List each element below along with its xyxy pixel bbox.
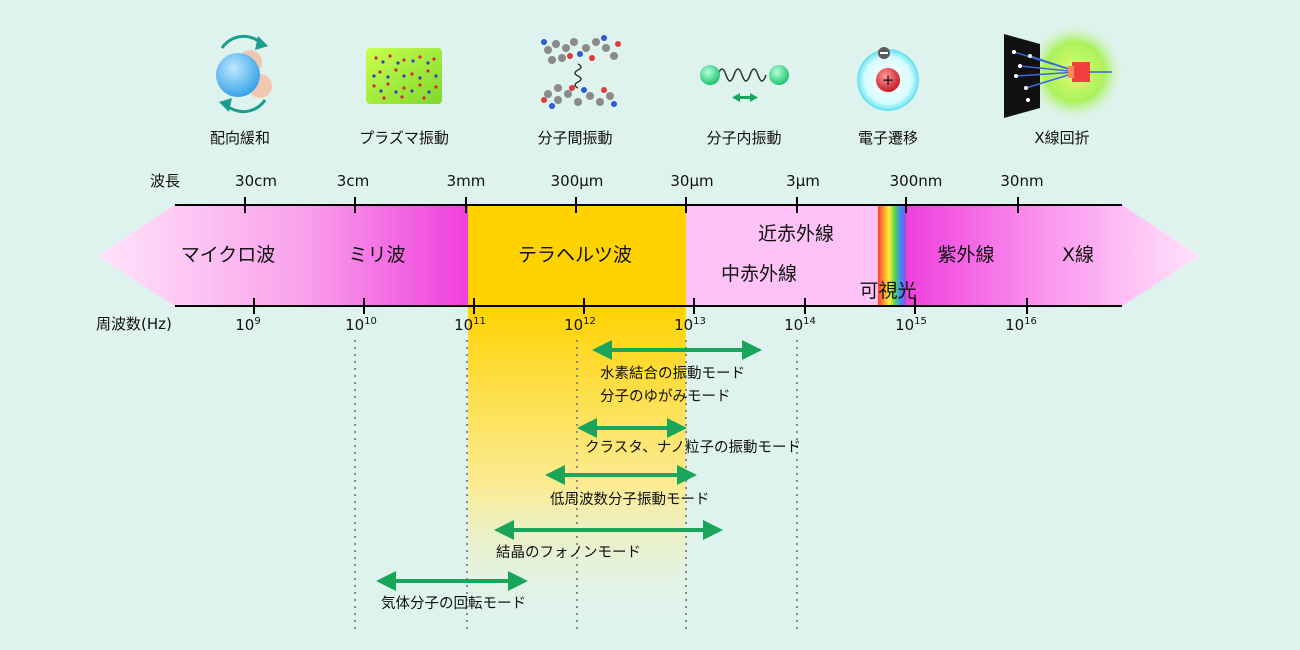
mode-label-molecular-distortion: 分子のゆがみモード: [600, 389, 731, 405]
icon-label-plasma-oscillation: プラズマ振動: [359, 129, 449, 147]
rotating-molecule-icon: [216, 34, 272, 114]
intermolecular-vibration-icon: [541, 35, 621, 109]
mode-arrow-phonon: [494, 520, 723, 540]
frequency-tick-label: 1012: [564, 316, 596, 334]
visible-band: [878, 205, 906, 306]
icon-label-xray-diffraction: X線回折: [1034, 129, 1090, 147]
frequency-tick-label: 1014: [784, 316, 816, 334]
band-label-terahertz: テラヘルツ波: [517, 244, 633, 266]
mode-arrow-low-frequency: [545, 465, 697, 485]
frequency-tick-label: 1013: [674, 316, 706, 334]
wavelength-tick-label: 30nm: [1000, 172, 1044, 190]
wavelength-tick-label: 3mm: [446, 172, 486, 190]
mode-arrow-cluster: [577, 418, 687, 438]
mode-label-cluster-nanoparticle: クラスタ、ナノ粒子の振動モード: [585, 440, 802, 456]
band-label-mid-infrared: 中赤外線: [720, 263, 798, 285]
wavelength-tick-label: 30μm: [670, 172, 714, 190]
icon-label-intermolecular-vibration: 分子間振動: [537, 129, 613, 147]
band-label-visible: 可視光: [859, 280, 917, 302]
frequency-ticks: [253, 298, 1028, 314]
electron-transition-icon: +: [857, 47, 919, 111]
mode-label-hydrogen-bond: 水素結合の振動モード: [600, 366, 745, 382]
frequency-tick-label: 1010: [345, 316, 377, 334]
wavelength-tick-label: 300μm: [550, 172, 604, 190]
wavelength-tick-label: 3μm: [786, 172, 820, 190]
band-label-near-infrared: 近赤外線: [757, 223, 835, 245]
icon-label-orientation-relaxation: 配向緩和: [209, 129, 271, 147]
frequency-tick-label: 1011: [454, 316, 486, 334]
wavelength-ticks: [244, 197, 1019, 213]
mode-label-crystal-phonon: 結晶のフォノンモード: [496, 545, 641, 561]
band-label-ultraviolet: 紫外線: [937, 244, 995, 266]
frequency-tick-label: 109: [235, 316, 261, 334]
mode-arrow-rotation: [376, 571, 528, 591]
band-label-microwave: マイクロ波: [180, 244, 276, 266]
mode-arrow-hydrogen-bond: [592, 340, 762, 360]
band-label-xray: X線: [1061, 244, 1095, 266]
spectrum-bar: [97, 205, 1200, 306]
terahertz-band: [468, 205, 686, 306]
terahertz-column: [468, 306, 686, 632]
wavelength-tick-label: 3cm: [336, 172, 370, 190]
frequency-tick-label: 1016: [1005, 316, 1037, 334]
plasma-oscillation-icon: [366, 48, 442, 104]
frequency-title: 周波数(Hz): [96, 315, 172, 333]
wavelength-tick-label: 300nm: [889, 172, 943, 190]
icon-label-intramolecular-vibration: 分子内振動: [706, 129, 782, 147]
svg-text:+: +: [882, 71, 895, 89]
icon-label-electron-transition: 電子遷移: [857, 129, 919, 147]
uv-xray-band: [906, 205, 1200, 306]
xray-diffraction-icon: [1004, 22, 1125, 122]
infrared-band: [686, 205, 878, 306]
mode-arrows: [376, 340, 762, 591]
mode-label-low-frequency: 低周波数分子振動モード: [550, 492, 710, 508]
frequency-tick-label: 1015: [895, 316, 927, 334]
mode-label-gas-rotation: 気体分子の回転モード: [381, 596, 526, 612]
intramolecular-vibration-icon: [700, 65, 789, 102]
microwave-band: [97, 205, 468, 306]
band-label-millimeter: ミリ波: [348, 244, 406, 266]
wavelength-title: 波長: [150, 172, 181, 190]
wavelength-tick-label: 30cm: [235, 172, 277, 190]
